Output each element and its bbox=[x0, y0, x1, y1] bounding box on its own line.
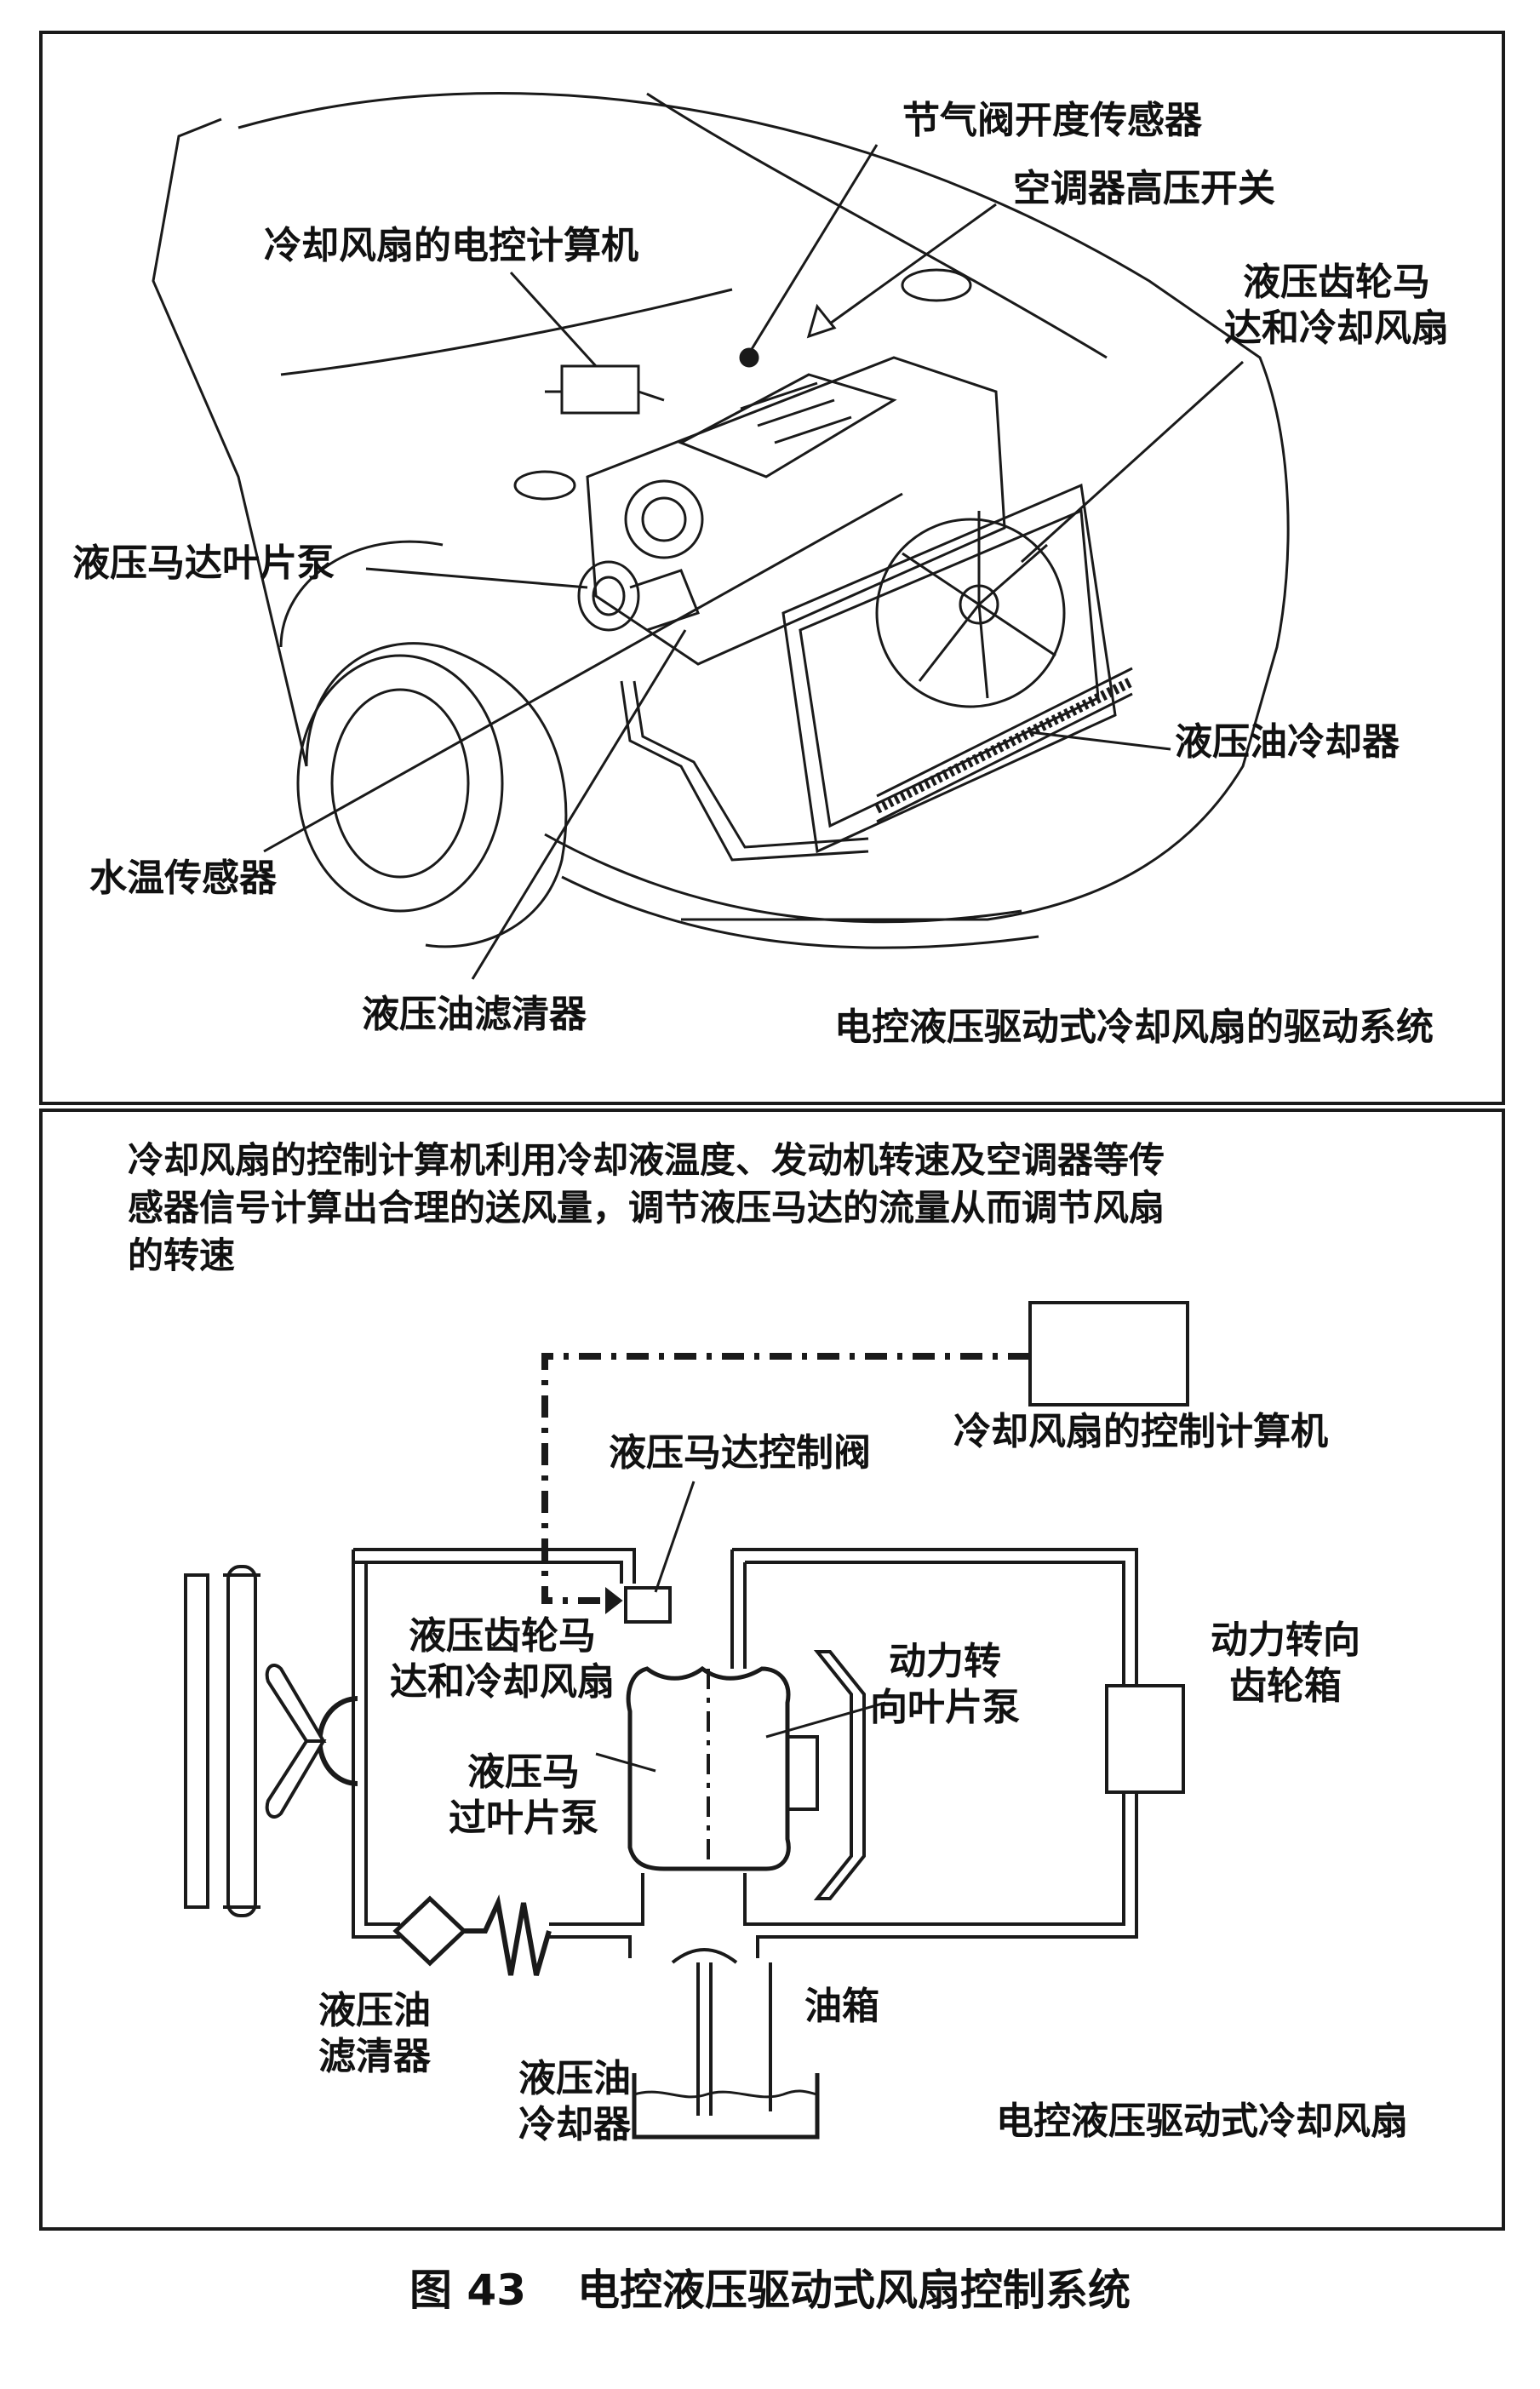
label-control-ecu: 冷却风扇的控制计算机 bbox=[953, 1410, 1328, 1453]
label-filter-bottom: 液压油 滤清器 bbox=[298, 1988, 451, 2080]
label-control-valve: 液压马达控制阀 bbox=[609, 1431, 871, 1475]
label-line: 动力转 bbox=[889, 1640, 1001, 1683]
figure-caption: 图 43 电控液压驱动式风扇控制系统 bbox=[0, 2260, 1540, 2320]
label-cooler-bottom: 液压油 冷却器 bbox=[498, 2056, 651, 2148]
label-line: 动力转向 bbox=[1211, 1618, 1360, 1662]
label-vane-pump-bottom: 液压马 过叶片泵 bbox=[430, 1750, 617, 1842]
label-line: 齿轮箱 bbox=[1229, 1664, 1342, 1708]
top-leader-lines bbox=[263, 144, 1245, 980]
label-line: 液压马 bbox=[467, 1750, 580, 1794]
oil-tank bbox=[632, 2073, 820, 2140]
top-panel bbox=[39, 31, 1505, 1105]
label-line: 过叶片泵 bbox=[449, 1796, 598, 1840]
label-vane-pump: 液压马达叶片泵 bbox=[72, 541, 335, 585]
control-ecu-box bbox=[1028, 1301, 1189, 1406]
label-line: 达和冷却风扇 bbox=[1224, 307, 1449, 350]
label-fan-ecu: 冷却风扇的电控计算机 bbox=[264, 224, 638, 267]
filter-diamond bbox=[392, 1895, 467, 1967]
hydraulic-schematic bbox=[184, 1301, 1189, 2140]
label-throttle-sensor: 节气阀开度传感器 bbox=[902, 99, 1202, 142]
label-line: 液压齿轮马 bbox=[409, 1614, 596, 1658]
label-line: 液压齿轮马 bbox=[1243, 261, 1430, 304]
label-line: 液压油 bbox=[518, 2057, 631, 2100]
control-valve bbox=[624, 1586, 672, 1624]
label-ac-switch: 空调器高压开关 bbox=[1013, 167, 1275, 210]
bottom-subtitle: 电控液压驱动式冷却风扇 bbox=[996, 2100, 1408, 2143]
label-line: 冷却器 bbox=[518, 2103, 631, 2146]
bottom-panel bbox=[39, 1109, 1505, 2231]
label-ps-gearbox: 动力转向 齿轮箱 bbox=[1183, 1618, 1388, 1710]
top-subtitle: 电控液压驱动式冷却风扇的驱动系统 bbox=[834, 1005, 1434, 1049]
label-line: 液压油 bbox=[318, 1989, 431, 2032]
label-line: 滤清器 bbox=[318, 2035, 431, 2078]
label-ps-pump: 动力转 向叶片泵 bbox=[851, 1639, 1039, 1731]
radiator bbox=[184, 1573, 209, 1909]
label-tank: 油箱 bbox=[804, 1985, 879, 2028]
figure-number: 图 43 bbox=[409, 2266, 526, 2315]
label-oil-cooler: 液压油冷却器 bbox=[1175, 720, 1400, 764]
label-gear-motor-fan: 液压齿轮马 达和冷却风扇 bbox=[1209, 260, 1464, 352]
label-line: 向叶片泵 bbox=[870, 1686, 1020, 1729]
cooler-zigzag bbox=[464, 1893, 552, 1976]
bottom-leader-lines bbox=[595, 1481, 886, 1773]
figure-title: 电控液压驱动式风扇控制系统 bbox=[577, 2266, 1131, 2315]
label-gear-motor-fan-bottom: 液压齿轮马 达和冷却风扇 bbox=[383, 1613, 621, 1705]
ps-gearbox-box bbox=[1105, 1684, 1185, 1794]
label-line: 达和冷却风扇 bbox=[390, 1660, 615, 1704]
label-oil-filter: 液压油滤清器 bbox=[362, 993, 587, 1036]
description-text: 冷却风扇的控制计算机利用冷却液温度、发动机转速及空调器等传 感器信号计算出合理的… bbox=[128, 1139, 1165, 1276]
label-water-temp-sensor: 水温传感器 bbox=[89, 856, 277, 900]
car-engine-illustration bbox=[152, 92, 1290, 949]
